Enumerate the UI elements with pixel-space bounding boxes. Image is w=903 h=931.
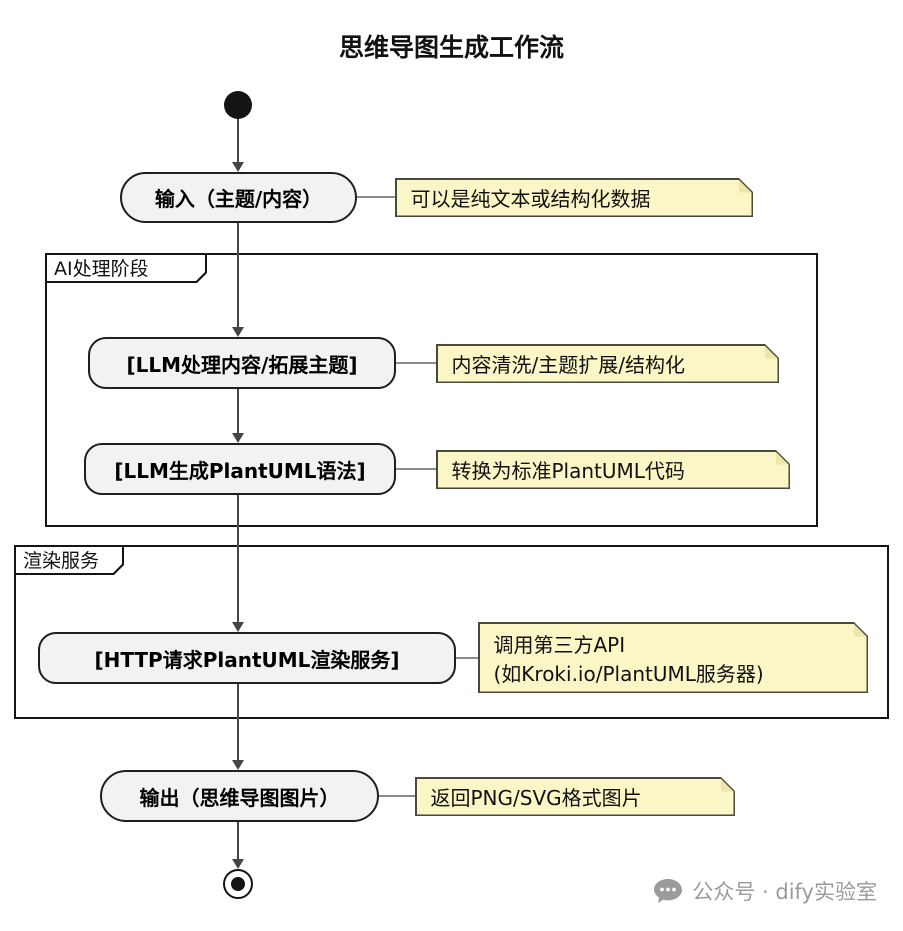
watermark: 公众号 · dify实验室 — [653, 876, 877, 906]
arrowhead-llm-process — [232, 327, 244, 337]
activity-llm-process-label: [LLM处理内容/拓展主题] — [126, 352, 358, 377]
activity-input: 输入（主题/内容） — [120, 172, 357, 223]
edge-http-render-to-output — [237, 684, 239, 761]
note-http-render: 调用第三方API (如Kroki.io/PlantUML服务器) — [478, 622, 868, 693]
note-llm-process: 内容清洗/主题扩展/结构化 — [436, 344, 779, 383]
watermark-text: 公众号 · dify实验室 — [692, 880, 877, 904]
partition-ai-processing — [45, 253, 818, 527]
arrowhead-input — [232, 162, 244, 172]
activity-http-render-label: [HTTP请求PlantUML渲染服务] — [94, 647, 400, 672]
arrowhead-llm-generate — [232, 433, 244, 443]
partition-ai-processing-tab: AI处理阶段 — [45, 253, 207, 283]
note-input-text: 可以是纯文本或结构化数据 — [410, 187, 651, 211]
note-connector-llm-generate — [396, 468, 436, 470]
activity-llm-process: [LLM处理内容/拓展主题] — [88, 337, 396, 389]
edge-start-to-input — [237, 118, 239, 163]
edge-llm-process-to-llm-generate — [237, 389, 239, 434]
note-llm-process-text: 内容清洗/主题扩展/结构化 — [451, 353, 685, 377]
partition-render-service-tab: 渲染服务 — [14, 545, 124, 575]
activity-output-label: 输出（思维导图图片） — [139, 785, 340, 810]
edge-output-to-end — [237, 822, 239, 860]
note-connector-output — [379, 795, 415, 797]
activity-http-render: [HTTP请求PlantUML渲染服务] — [38, 632, 456, 684]
partition-render-service — [14, 545, 889, 719]
note-http-render-text-line2: (如Kroki.io/PlantUML服务器) — [493, 661, 764, 686]
edge-llm-generate-to-http-render — [237, 495, 239, 623]
partition-ai-processing-label: AI处理阶段 — [47, 255, 205, 281]
note-fold-icon — [739, 180, 752, 193]
activity-input-label: 输入（主题/内容） — [154, 187, 323, 211]
chat-bubble-icon — [653, 878, 683, 905]
note-fold-icon — [721, 779, 734, 792]
end-node-dot — [231, 877, 245, 891]
note-connector-input — [357, 196, 395, 198]
note-input: 可以是纯文本或结构化数据 — [395, 178, 753, 217]
arrowhead-http-render — [232, 622, 244, 632]
diagram-title: 思维导图生成工作流 — [338, 33, 564, 62]
note-connector-llm-process — [396, 362, 436, 364]
note-output-text: 返回PNG/SVG格式图片 — [430, 786, 642, 810]
arrowhead-end — [232, 859, 244, 869]
note-llm-generate: 转换为标准PlantUML代码 — [436, 450, 790, 489]
note-llm-generate-text: 转换为标准PlantUML代码 — [451, 459, 685, 483]
note-output: 返回PNG/SVG格式图片 — [415, 777, 735, 816]
activity-llm-generate: [LLM生成PlantUML语法] — [84, 443, 396, 495]
arrowhead-output — [232, 760, 244, 770]
activity-llm-generate-label: [LLM生成PlantUML语法] — [114, 458, 366, 483]
activity-output: 输出（思维导图图片） — [100, 770, 379, 822]
edge-input-to-llm-process — [237, 223, 239, 328]
start-node — [224, 91, 252, 119]
note-http-render-text-line1: 调用第三方API — [493, 632, 626, 657]
note-connector-http-render — [456, 657, 478, 659]
partition-render-service-label: 渲染服务 — [16, 547, 122, 573]
